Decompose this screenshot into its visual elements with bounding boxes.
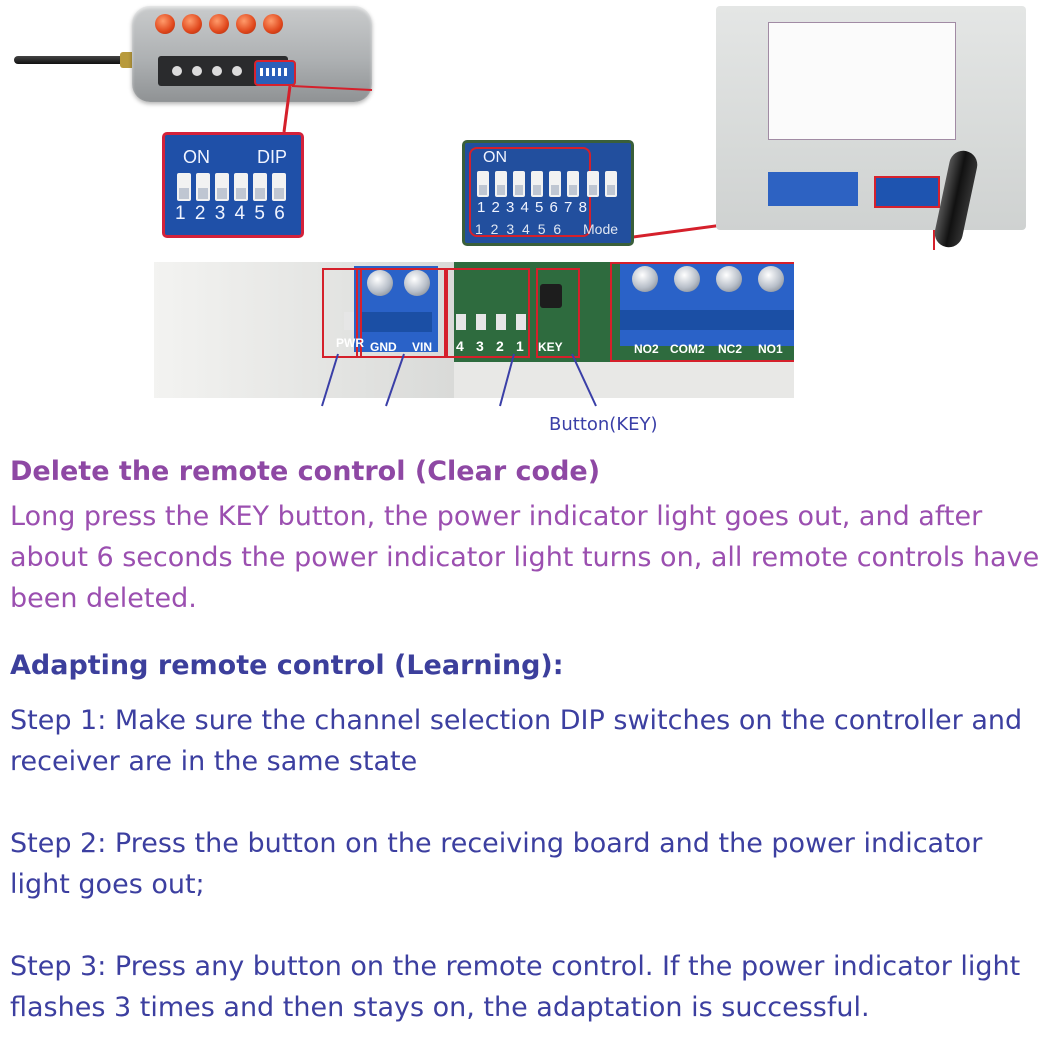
pcb-label-nc2: NC2 <box>718 342 743 356</box>
pcb-label-key: KEY <box>538 340 563 354</box>
pcb-label-4: 4 <box>456 338 464 354</box>
step-2: Step 2: Press the button on the receivin… <box>10 828 983 900</box>
remote-antenna <box>14 56 132 64</box>
remote-button-5 <box>263 14 283 34</box>
dip8-board-numbers: 1 2 3 4 5 6 <box>475 221 564 237</box>
pcb-label-1: 1 <box>516 338 524 354</box>
pcb-label-3: 3 <box>476 338 484 354</box>
pcb-label-no2: NO2 <box>634 342 659 356</box>
dip8-mode-label: Mode <box>583 221 619 237</box>
dip6-zoom-box: ON DIP 1 2 3 4 5 6 <box>162 132 304 238</box>
step-1: Step 1: Make sure the channel selection … <box>10 705 1023 777</box>
remote-button-3 <box>209 14 229 34</box>
pcb-label-no1: NO1 <box>758 342 783 356</box>
pcb-closeup-image: PWR GND VIN 4 3 2 1 KEY NO2 COM2 NC2 NO1 <box>154 262 794 398</box>
remote-button-4 <box>236 14 256 34</box>
pcb-label-pwr: PWR <box>336 336 364 350</box>
delete-heading: Delete the remote control (Clear code) <box>10 456 601 487</box>
pcb-label-gnd: GND <box>370 340 397 354</box>
button-key-callout: Button(KEY) <box>549 414 658 435</box>
dip8-zoom-box: ON 1 2 3 4 5 6 7 8 1 2 3 4 5 6 Mode <box>462 140 634 246</box>
learning-heading: Adapting remote control (Learning): <box>10 650 564 681</box>
step-3: Step 3: Press any button on the remote c… <box>10 951 1021 1023</box>
dip8-on-label: ON <box>483 149 507 166</box>
receiver-dip-switch <box>874 176 940 208</box>
pcb-label-vin: VIN <box>412 340 433 354</box>
remote-button-2 <box>182 14 202 34</box>
remote-dip-switch <box>254 60 296 86</box>
receiver-terminal-block <box>768 172 858 206</box>
remote-button-1 <box>155 14 175 34</box>
callout-lines <box>321 353 597 407</box>
receiver-module-label <box>768 22 956 140</box>
dip6-dip-label: DIP <box>257 147 288 167</box>
pcb-label-2: 2 <box>496 338 504 354</box>
delete-body: Long press the KEY button, the power ind… <box>10 501 1040 614</box>
dip6-on-label: ON <box>183 147 210 167</box>
pcb-label-com2: COM2 <box>670 342 705 356</box>
dip8-numbers: 1 2 3 4 5 6 7 8 <box>477 199 588 216</box>
dip6-numbers: 1 2 3 4 5 6 <box>175 203 287 224</box>
